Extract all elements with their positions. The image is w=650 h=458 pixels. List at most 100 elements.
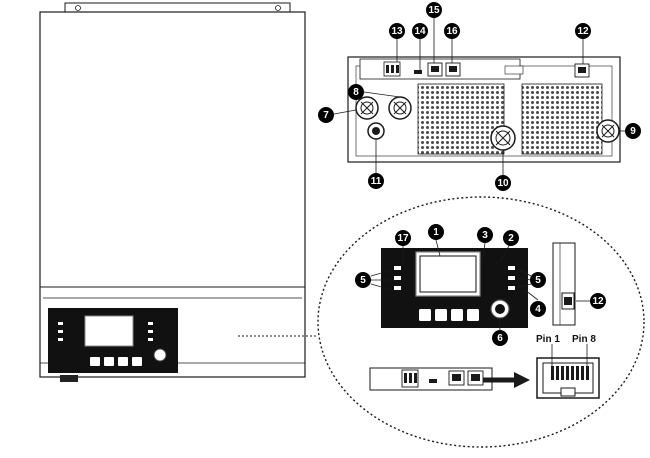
detail-power-button-core (495, 304, 505, 314)
cable-gland-ac-output (388, 96, 412, 120)
rj45-socket (452, 374, 461, 381)
front-button (104, 357, 114, 366)
top-mounting-bracket (64, 2, 291, 13)
callout-1-label: 1 (433, 227, 439, 238)
side-view-panel (552, 242, 576, 326)
callout-3: 3 (477, 227, 493, 243)
mounting-hole-left (75, 5, 81, 11)
front-led (148, 330, 153, 333)
detail-lcd-screen (415, 251, 481, 297)
detail-led (508, 266, 515, 270)
cable-gland-ac-input (355, 96, 379, 120)
detail-usb-port (429, 379, 437, 383)
detail-led (394, 276, 401, 280)
power-switch (60, 375, 78, 382)
detail-led (508, 286, 515, 290)
leader-line (515, 267, 532, 277)
callout-14: 14 (412, 23, 428, 39)
leader-line (515, 277, 532, 281)
callout-12-top-label: 12 (577, 26, 589, 37)
callout-12-top: 12 (575, 23, 591, 39)
front-button (90, 357, 100, 366)
callout-4-label: 4 (535, 304, 541, 315)
callout-5-right: 5 (530, 272, 546, 288)
side-rj45-socket (564, 297, 572, 305)
cable-gland-battery (596, 119, 620, 143)
callout-9-label: 9 (630, 126, 636, 137)
callout-15-label: 15 (428, 5, 440, 16)
rj45-socket (578, 67, 586, 73)
front-button (118, 357, 128, 366)
inverter-bottom-view (333, 18, 626, 175)
detail-led (394, 286, 401, 290)
callout-14-label: 14 (414, 26, 426, 37)
detail-button (435, 309, 447, 321)
callout-2-label: 2 (508, 233, 514, 244)
front-led (58, 330, 63, 333)
callout-9: 9 (625, 123, 641, 139)
front-led (148, 322, 153, 325)
front-power-button (153, 348, 167, 362)
leader-line (498, 317, 501, 331)
leader-line (481, 242, 486, 265)
leader-line (370, 269, 393, 277)
detail-led (508, 276, 515, 280)
port-cover (504, 65, 524, 75)
detail-button (467, 309, 479, 321)
callout-17: 17 (395, 230, 411, 246)
callout-6-label: 6 (497, 333, 503, 344)
callout-13-label: 13 (391, 26, 403, 37)
terminal-pin (386, 65, 389, 73)
callout-7-label: 7 (323, 110, 329, 121)
pin1-label: Pin 1 (536, 334, 560, 345)
leader-line (363, 91, 401, 98)
terminal-pin (391, 65, 394, 73)
detail-button (419, 309, 431, 321)
front-button (132, 357, 142, 366)
rj45-socket (431, 66, 439, 72)
callout-5-left-label: 5 (360, 275, 366, 286)
callout-1: 1 (428, 224, 444, 240)
terminal-pin (414, 373, 417, 383)
detail-button (451, 309, 463, 321)
fan-grill-right (521, 83, 603, 155)
callout-11: 11 (368, 173, 384, 189)
leader-line (435, 239, 441, 257)
callout-12-detail-label: 12 (592, 296, 604, 307)
front-led (58, 322, 63, 325)
callout-16-label: 16 (446, 26, 458, 37)
callout-7: 7 (318, 107, 334, 123)
callout-17-label: 17 (397, 233, 409, 244)
cable-gland-pv (490, 125, 516, 151)
callout-5-right-label: 5 (535, 275, 541, 286)
callout-10: 10 (495, 175, 511, 191)
front-led (58, 338, 63, 341)
terminal-pin (404, 373, 407, 383)
leader-line (524, 289, 539, 301)
rj45-latch-slot (560, 387, 576, 397)
zoom-detail-circle: Pin 1 Pin 8 (317, 196, 645, 448)
front-lcd-screen (84, 315, 134, 347)
front-led (148, 338, 153, 341)
leader-line (499, 243, 511, 263)
rj45-socket (449, 66, 457, 72)
leader-line (515, 283, 532, 289)
callout-5-left: 5 (355, 272, 371, 288)
callout-8-label: 8 (353, 87, 359, 98)
callout-12-detail: 12 (590, 293, 606, 309)
zoom-arrow-head (514, 372, 530, 388)
pin8-label: Pin 8 (572, 334, 596, 345)
callout-3-label: 3 (482, 230, 488, 241)
detail-led (394, 266, 401, 270)
callout-11-label: 11 (371, 176, 382, 187)
inverter-front-view (39, 2, 318, 382)
terminal-pin (396, 65, 399, 73)
callout-15: 15 (426, 2, 442, 18)
circuit-breaker (367, 122, 385, 140)
terminal-pin (409, 373, 412, 383)
callout-13: 13 (389, 23, 405, 39)
rj45-pins (551, 366, 589, 380)
callout-6: 6 (492, 330, 508, 346)
usb-port (414, 70, 422, 74)
